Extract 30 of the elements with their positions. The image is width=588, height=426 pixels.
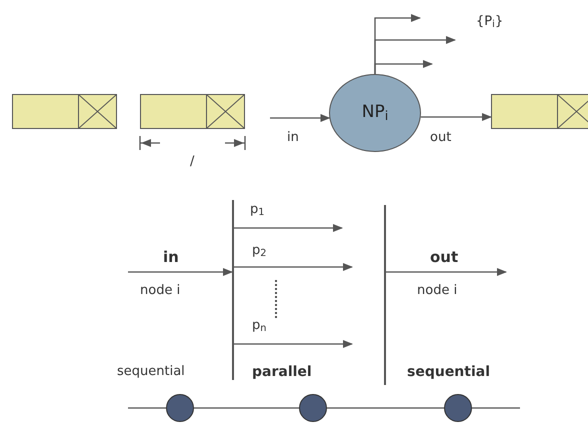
node-label: NP$_{i}$: [362, 101, 388, 126]
connector-line: [472, 407, 520, 409]
text-label: sequential: [407, 363, 490, 382]
text-label: parallel: [252, 363, 312, 382]
arrow: [234, 263, 353, 271]
edge-label: out: [430, 129, 452, 147]
arrow: [270, 114, 330, 122]
connector-line: [194, 407, 299, 409]
packet-box: [140, 94, 245, 129]
arrow: [420, 113, 492, 121]
text-label: sequential: [117, 363, 185, 381]
edge-label: p$_{n}$: [252, 317, 266, 336]
arrow: [128, 268, 233, 276]
arrow: [234, 224, 343, 232]
edge-label: in: [287, 129, 299, 147]
edge-label: out: [430, 247, 458, 268]
edge-label: in: [163, 247, 179, 268]
connector-line: [327, 407, 444, 409]
arrow: [374, 60, 433, 74]
text-label: {P$_{i}$}: [476, 13, 504, 32]
packet-box: [491, 94, 588, 129]
edge-label: p$_{2}$: [252, 242, 266, 260]
arrow: [386, 268, 507, 276]
arrow: [234, 340, 353, 348]
text-label: node i: [140, 282, 180, 300]
connector-line: [128, 407, 166, 409]
text-label: /: [190, 153, 194, 171]
text-label: node i: [417, 282, 458, 300]
packet-box: [12, 94, 117, 129]
edge-label: p$_{1}$: [250, 201, 264, 220]
